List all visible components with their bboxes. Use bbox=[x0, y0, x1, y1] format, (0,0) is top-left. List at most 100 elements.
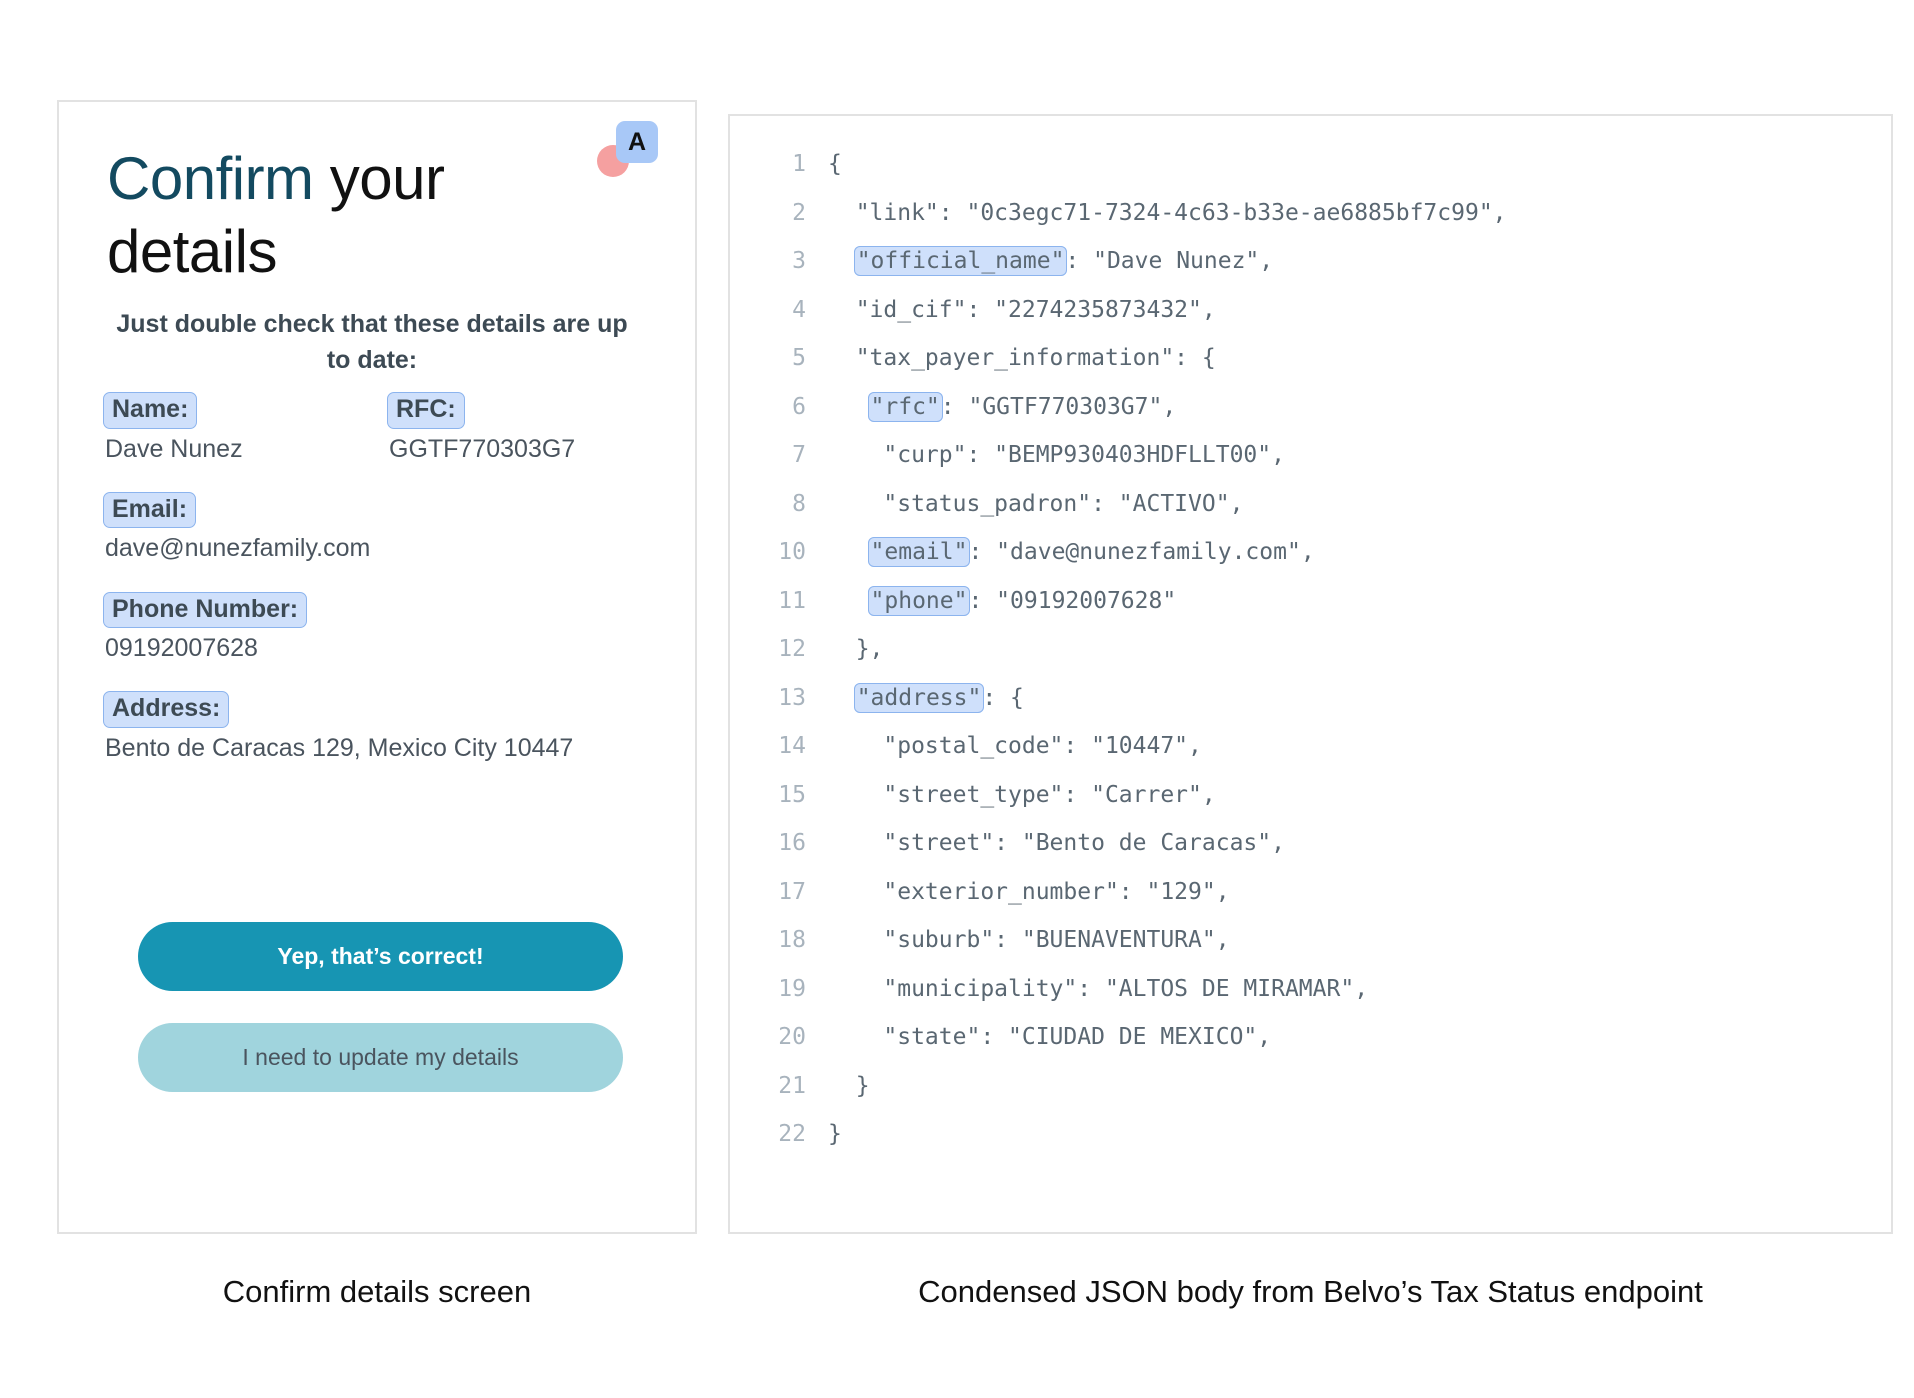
confirm-details-screen: A Confirm your details Just double check… bbox=[57, 100, 697, 1234]
code-line: 22} bbox=[730, 1110, 1891, 1159]
detail-value-name: Dave Nunez bbox=[105, 434, 243, 463]
code-line-text: { bbox=[828, 140, 842, 189]
code-line: 6 "rfc": "GGTF770303G7", bbox=[730, 383, 1891, 432]
code-segment: "municipality": "ALTOS DE MIRAMAR", bbox=[828, 975, 1369, 1002]
code-line: 14 "postal_code": "10447", bbox=[730, 722, 1891, 771]
code-line: 1{ bbox=[730, 140, 1891, 189]
avatar-badge: A bbox=[597, 119, 667, 179]
detail-label-email: Email: bbox=[103, 491, 197, 529]
code-line: 11 "phone": "09192007628" bbox=[730, 577, 1891, 626]
code-line: 19 "municipality": "ALTOS DE MIRAMAR", bbox=[730, 965, 1891, 1014]
update-details-button[interactable]: I need to update my details bbox=[138, 1023, 623, 1092]
code-line-text: "status_padron": "ACTIVO", bbox=[828, 480, 1243, 529]
code-segment: "postal_code": "10447", bbox=[828, 733, 1202, 759]
code-line-number: 22 bbox=[778, 1121, 806, 1147]
code-line-number: 4 bbox=[792, 296, 806, 323]
detail-label-rfc: RFC: bbox=[387, 392, 465, 429]
code-segment: : "dave@nunezfamily.com", bbox=[968, 539, 1315, 565]
code-line: 21 } bbox=[730, 1062, 1891, 1111]
code-segment: "street": "Bento de Caracas", bbox=[828, 830, 1285, 856]
code-line-number: 17 bbox=[778, 878, 806, 905]
code-segment: "exterior_number": "129", bbox=[828, 878, 1230, 905]
code-line-number: 19 bbox=[778, 975, 806, 1002]
code-line: 17 "exterior_number": "129", bbox=[730, 868, 1891, 917]
code-line-number: 15 bbox=[778, 781, 806, 808]
code-segment: : "09192007628" bbox=[968, 587, 1177, 614]
code-segment: "curp": "BEMP930403HDFLLT00", bbox=[828, 442, 1285, 468]
page-title-accent: Confirm bbox=[107, 145, 330, 212]
code-line-text: "id_cif": "2274235873432", bbox=[828, 286, 1216, 335]
code-line-text: } bbox=[828, 1062, 870, 1111]
confirm-details-button[interactable]: Yep, that’s correct! bbox=[138, 922, 623, 991]
avatar-initial-icon: A bbox=[616, 121, 658, 163]
detail-label-address: Address: bbox=[103, 691, 230, 728]
code-segment bbox=[828, 539, 870, 565]
code-line-number: 7 bbox=[792, 442, 806, 468]
detail-label-phone: Phone Number: bbox=[103, 591, 308, 628]
code-line: 5 "tax_payer_information": { bbox=[730, 334, 1891, 383]
code-highlighted-key: "address" bbox=[853, 682, 985, 713]
code-line: 7 "curp": "BEMP930403HDFLLT00", bbox=[730, 431, 1891, 480]
code-line-number: 6 bbox=[792, 393, 806, 420]
code-segment: "link": "0c3egc71-7324-4c63-b33e-ae6885b… bbox=[828, 199, 1507, 226]
code-segment: "status_padron": "ACTIVO", bbox=[828, 490, 1244, 517]
code-segment: "state": "CIUDAD DE MEXICO", bbox=[828, 1024, 1272, 1050]
detail-value-phone: 09192007628 bbox=[105, 634, 258, 662]
detail-field-rfc: RFC: GGTF770303G7 bbox=[379, 392, 663, 465]
code-segment bbox=[828, 248, 856, 274]
code-line: 3 "official_name": "Dave Nunez", bbox=[730, 237, 1891, 286]
caption-right: Condensed JSON body from Belvo’s Tax Sta… bbox=[918, 1274, 1703, 1309]
code-segment bbox=[828, 685, 856, 711]
code-line-text: "postal_code": "10447", bbox=[828, 722, 1202, 771]
code-line-number: 21 bbox=[778, 1072, 806, 1099]
detail-field-name: Name: Dave Nunez bbox=[103, 392, 379, 465]
code-line-number: 5 bbox=[792, 345, 806, 371]
detail-field-phone: Phone Number: 09192007628 bbox=[103, 591, 663, 665]
details-row-name-rfc: Name: Dave Nunez RFC: GGTF770303G7 bbox=[103, 392, 663, 465]
code-line-text: "address": { bbox=[828, 674, 1024, 723]
code-line-text: "state": "CIUDAD DE MEXICO", bbox=[828, 1013, 1271, 1062]
code-segment: }, bbox=[828, 636, 884, 662]
code-segment: : "Dave Nunez", bbox=[1065, 248, 1274, 274]
code-line-number: 1 bbox=[792, 151, 806, 177]
code-line-text: "rfc": "GGTF770303G7", bbox=[828, 383, 1176, 432]
code-line-number: 18 bbox=[778, 927, 806, 953]
code-line-text: "street_type": "Carrer", bbox=[828, 771, 1216, 820]
page-title: Confirm your details bbox=[107, 142, 587, 288]
code-line: 20 "state": "CIUDAD DE MEXICO", bbox=[730, 1013, 1891, 1062]
action-buttons: Yep, that’s correct! I need to update my… bbox=[138, 922, 623, 1092]
code-segment bbox=[828, 588, 870, 614]
code-line-number: 11 bbox=[778, 587, 806, 614]
code-segment: "street_type": "Carrer", bbox=[828, 781, 1216, 808]
code-line-number: 2 bbox=[792, 199, 806, 226]
code-line-number: 13 bbox=[778, 684, 806, 711]
code-segment: "id_cif": "2274235873432", bbox=[828, 296, 1216, 323]
code-line-number: 3 bbox=[792, 248, 806, 274]
code-line: 18 "suburb": "BUENAVENTURA", bbox=[730, 916, 1891, 965]
details-list: Name: Dave Nunez RFC: GGTF770303G7 Email… bbox=[103, 392, 663, 791]
detail-field-address: Address: Bento de Caracas 129, Mexico Ci… bbox=[103, 691, 663, 764]
code-segment: : { bbox=[982, 684, 1024, 711]
code-segment: "suburb": "BUENAVENTURA", bbox=[828, 927, 1230, 953]
code-line-text: "suburb": "BUENAVENTURA", bbox=[828, 916, 1230, 965]
code-segment: "tax_payer_information": { bbox=[828, 345, 1216, 371]
detail-value-rfc: GGTF770303G7 bbox=[389, 434, 576, 463]
code-line-text: "email": "dave@nunezfamily.com", bbox=[828, 528, 1315, 577]
code-highlighted-key: "rfc" bbox=[867, 391, 943, 422]
code-line: 15 "street_type": "Carrer", bbox=[730, 771, 1891, 820]
code-line-text: "link": "0c3egc71-7324-4c63-b33e-ae6885b… bbox=[828, 189, 1507, 238]
page-title-rest: your details bbox=[107, 145, 445, 286]
code-line-text: }, bbox=[828, 625, 884, 674]
detail-value-email: dave@nunezfamily.com bbox=[105, 534, 371, 563]
code-line: 8 "status_padron": "ACTIVO", bbox=[730, 480, 1891, 529]
code-line-number: 12 bbox=[778, 636, 806, 662]
code-line-text: } bbox=[828, 1110, 842, 1159]
code-line-text: "official_name": "Dave Nunez", bbox=[828, 237, 1273, 286]
json-code-panel: 1{2 "link": "0c3egc71-7324-4c63-b33e-ae6… bbox=[728, 114, 1893, 1234]
code-line: 16 "street": "Bento de Caracas", bbox=[730, 819, 1891, 868]
caption-left: Confirm details screen bbox=[222, 1274, 532, 1309]
code-line-text: "tax_payer_information": { bbox=[828, 334, 1216, 383]
code-line-number: 16 bbox=[778, 830, 806, 856]
code-segment: : "GGTF770303G7", bbox=[940, 393, 1177, 420]
code-line-text: "municipality": "ALTOS DE MIRAMAR", bbox=[828, 965, 1368, 1014]
